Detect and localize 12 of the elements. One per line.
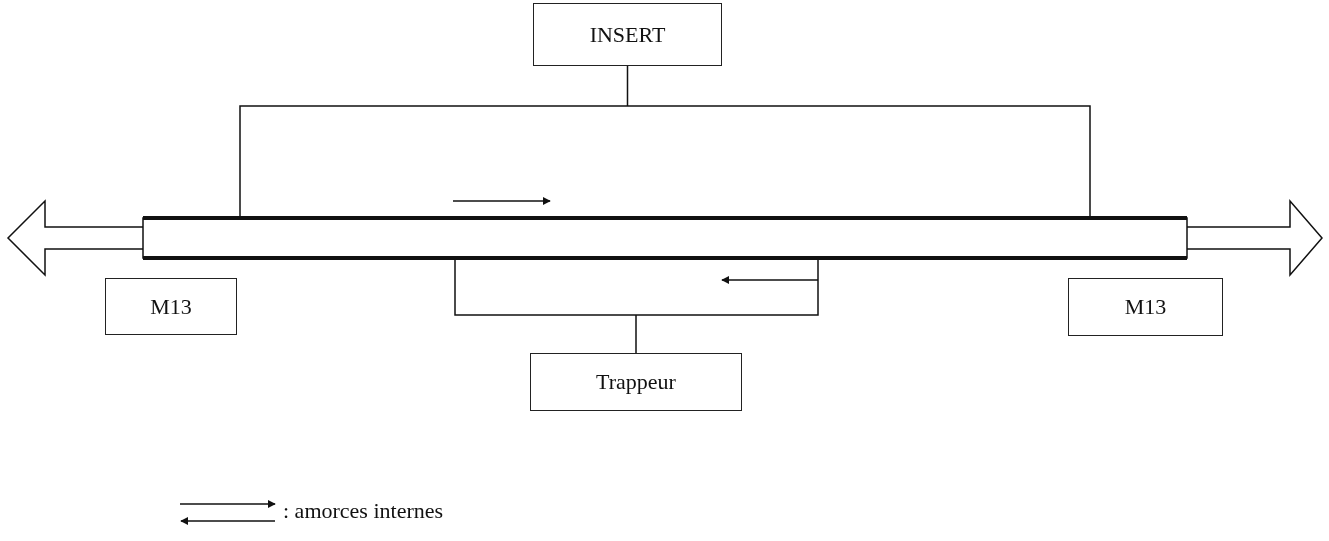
box-label: INSERT (589, 21, 666, 48)
label-box (1068, 278, 1223, 336)
label-box (530, 353, 742, 411)
legend-label: : amorces internes (283, 498, 444, 524)
label-box (105, 278, 237, 335)
bracket-connector (454, 257, 819, 354)
label-box (533, 3, 722, 66)
box-label: M13 (150, 293, 192, 320)
box-label: M13 (1124, 294, 1167, 320)
bracket-connector (239, 65, 1091, 219)
vector-bar-drawing (143, 218, 1187, 258)
box-label: Trappeur (596, 369, 676, 395)
